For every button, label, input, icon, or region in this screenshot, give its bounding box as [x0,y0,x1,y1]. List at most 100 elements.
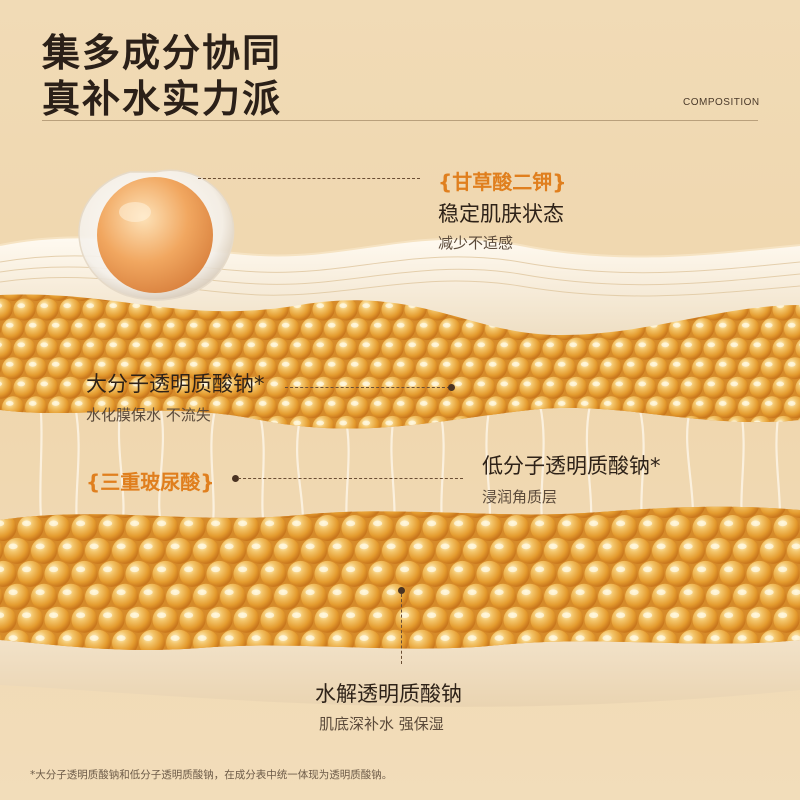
bead-highlight [386,589,396,596]
bead-highlight [360,498,369,504]
bead [726,415,749,429]
bead-highlight [603,498,612,504]
bead [260,514,287,541]
bead [193,537,219,564]
bead-highlight [615,420,624,426]
bead-highlight [615,381,624,387]
bead-highlight [718,322,727,328]
bead-highlight [130,566,140,573]
bead [232,396,254,419]
bead [255,318,277,341]
bead [25,357,47,380]
bead [314,606,341,633]
bead [680,337,703,360]
bead [517,537,543,564]
bead-highlight [467,543,477,550]
hydrolyzed-ha-leader-line [401,594,402,664]
bead-highlight [247,381,256,387]
bead [703,415,726,429]
bead [600,357,622,380]
bead [749,376,772,399]
bead [571,506,597,518]
bead-highlight [359,589,369,596]
bead [328,583,354,610]
bead-highlight [753,381,762,387]
bead-highlight [316,303,325,309]
bead-highlight [116,635,126,642]
bead-highlight [718,361,727,367]
bead-highlight [225,498,234,504]
bead [381,337,404,360]
bead-highlight [373,520,383,527]
bead-highlight [40,342,49,348]
bead [0,606,17,633]
bead [404,415,427,429]
bead-highlight [132,342,141,348]
bead [773,560,800,587]
bead [289,415,312,429]
bead [530,560,557,587]
bead-highlight [316,342,325,348]
bead-highlight [787,322,796,328]
bead-highlight [132,381,141,387]
bead [557,606,584,633]
bead-highlight [638,342,647,348]
bead [197,337,220,360]
bead [625,506,651,518]
bead [416,357,438,380]
bead-highlight [166,361,175,367]
bead [625,537,651,564]
bead-highlight [400,520,410,527]
bead [112,537,138,564]
bead-highlight [238,612,248,619]
bead-highlight [454,420,463,426]
bead [2,318,24,341]
bead [36,415,59,429]
bead-highlight [548,543,558,550]
bead [58,537,84,564]
triple-ha-tag: {三重玻尿酸} [86,470,215,494]
bead-highlight [373,401,382,406]
bead [706,506,732,518]
bead [395,514,422,541]
hydrolyzed-ha-title: 水解透明质酸钠 [315,682,462,706]
bead [4,583,30,610]
bead-highlight [224,589,234,596]
bead [358,415,381,429]
bead-highlight [615,342,624,348]
bead [692,357,714,380]
bead-highlight [35,543,45,550]
bead-highlight [155,342,164,348]
bead-highlight [333,498,342,504]
bead-highlight [332,543,342,550]
bead-highlight [661,342,670,348]
bead [71,560,98,587]
bead [530,514,557,541]
bead [715,396,737,419]
bead-highlight [155,381,164,387]
bead [395,606,422,633]
bead [347,318,369,341]
bead [139,583,165,610]
bead-highlight [166,401,175,406]
bead-highlight [592,420,601,426]
bead [31,583,57,610]
bead [25,396,47,419]
glycyrrhizinate-tag: {甘草酸二钾} [438,170,567,194]
bead [314,514,341,541]
bead [726,337,749,360]
bead [439,318,461,341]
bead-highlight [201,381,210,387]
glycyrrhizinate-title: 稳定肌肤状态 [438,202,564,226]
bead-highlight [350,401,359,406]
bead [703,337,726,360]
page-title: 集多成分协同 真补水实力派 [42,30,282,122]
bead [665,514,692,541]
bead-highlight [319,520,329,527]
bead [341,606,368,633]
bead-highlight [751,566,761,573]
bead-highlight [350,361,359,367]
bead-highlight [657,498,666,504]
bead [611,337,634,360]
bead-highlight [189,361,198,367]
